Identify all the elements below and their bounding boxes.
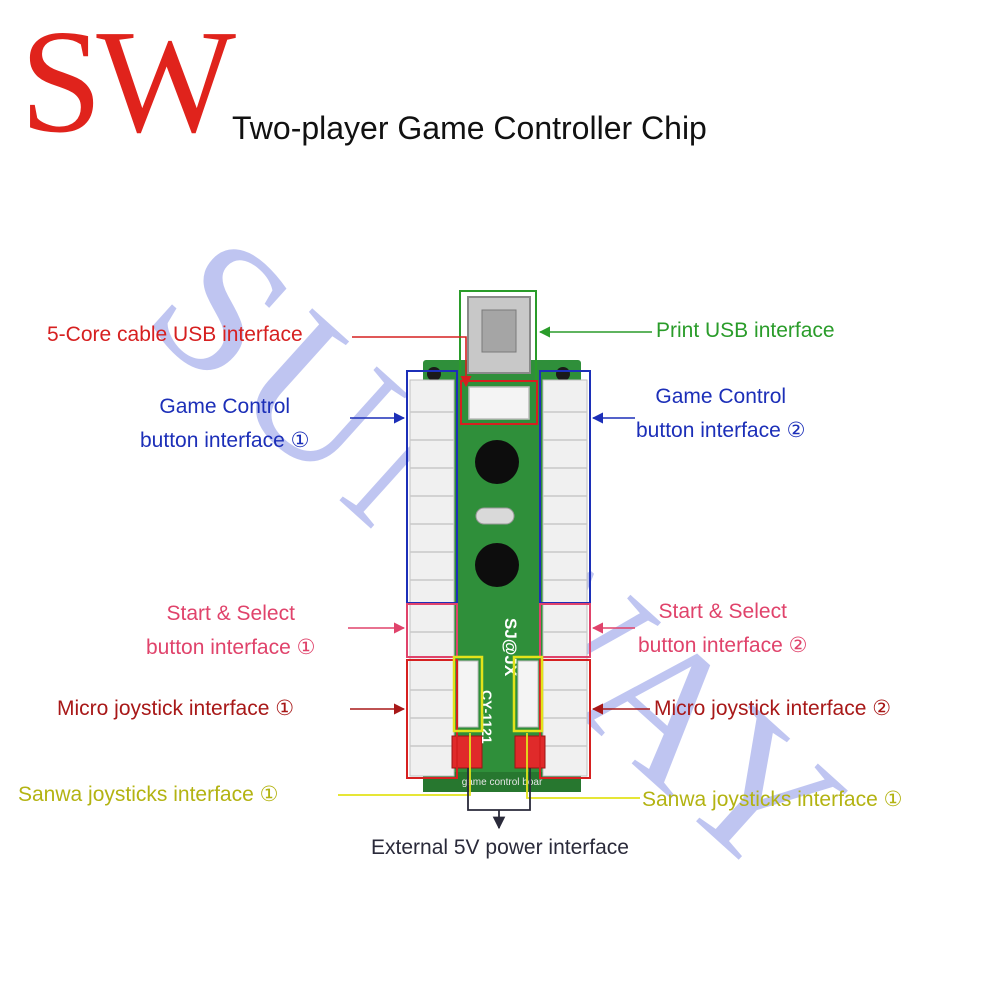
line-sanwa-left — [338, 733, 471, 796]
label-start-select-left: Start & Select button interface ① — [146, 597, 315, 664]
highlight-micro-joystick-left — [406, 659, 458, 779]
label-game-control-right-line2: button interface ② — [636, 418, 806, 442]
label-sanwa-left: Sanwa joysticks interface ① — [18, 783, 279, 806]
label-start-select-right-line1: Start & Select — [658, 600, 787, 623]
label-game-control-left: Game Control button interface ① — [140, 390, 309, 457]
connector-column-right — [542, 379, 588, 777]
arrow-5core-usb — [352, 336, 472, 388]
label-game-control-right: Game Control button interface ② — [636, 380, 805, 447]
label-game-control-left-line2: button interface ① — [140, 428, 310, 452]
label-start-select-left-line2: button interface ① — [146, 635, 316, 659]
mount-hole-right — [556, 367, 570, 381]
brand-logo: SW — [20, 0, 236, 164]
board-marking: SJ@JX — [501, 618, 520, 677]
label-start-select-right: Start & Select button interface ② — [638, 595, 807, 662]
label-game-control-left-line1: Game Control — [159, 395, 291, 418]
highlight-start-select-left — [406, 603, 458, 658]
usb-5core-header — [468, 386, 530, 420]
label-start-select-left-line1: Start & Select — [166, 602, 295, 625]
highlight-5core-usb — [460, 380, 538, 425]
label-micro-joystick-left: Micro joystick interface ① — [57, 697, 295, 720]
highlight-sanwa-left — [452, 655, 484, 733]
mount-hole-left — [427, 367, 441, 381]
board-bottom-text: game control boar — [462, 777, 543, 788]
page-title: Two-player Game Controller Chip — [232, 110, 707, 146]
label-micro-joystick-right: Micro joystick interface ② — [654, 697, 892, 720]
label-external-5v: External 5V power interface — [371, 836, 629, 859]
label-5core-usb: 5-Core cable USB interface — [47, 323, 303, 346]
label-print-usb: Print USB interface — [656, 319, 835, 342]
label-start-select-right-line2: button interface ② — [638, 633, 808, 657]
highlight-sanwa-right — [512, 655, 544, 733]
sanwa-header-left — [457, 660, 479, 728]
sanwa-header-right — [517, 660, 539, 728]
chip-lower — [475, 543, 519, 587]
label-sanwa-right: Sanwa joysticks interface ① — [642, 788, 903, 811]
line-sanwa-right — [526, 733, 640, 799]
crystal — [475, 507, 515, 525]
connector-column-left — [409, 379, 455, 777]
highlight-start-select-right — [539, 603, 591, 658]
chip-upper — [475, 440, 519, 484]
highlight-micro-joystick-right — [539, 659, 591, 779]
usb-b-port-inner — [481, 309, 517, 353]
label-game-control-right-line1: Game Control — [655, 385, 787, 408]
